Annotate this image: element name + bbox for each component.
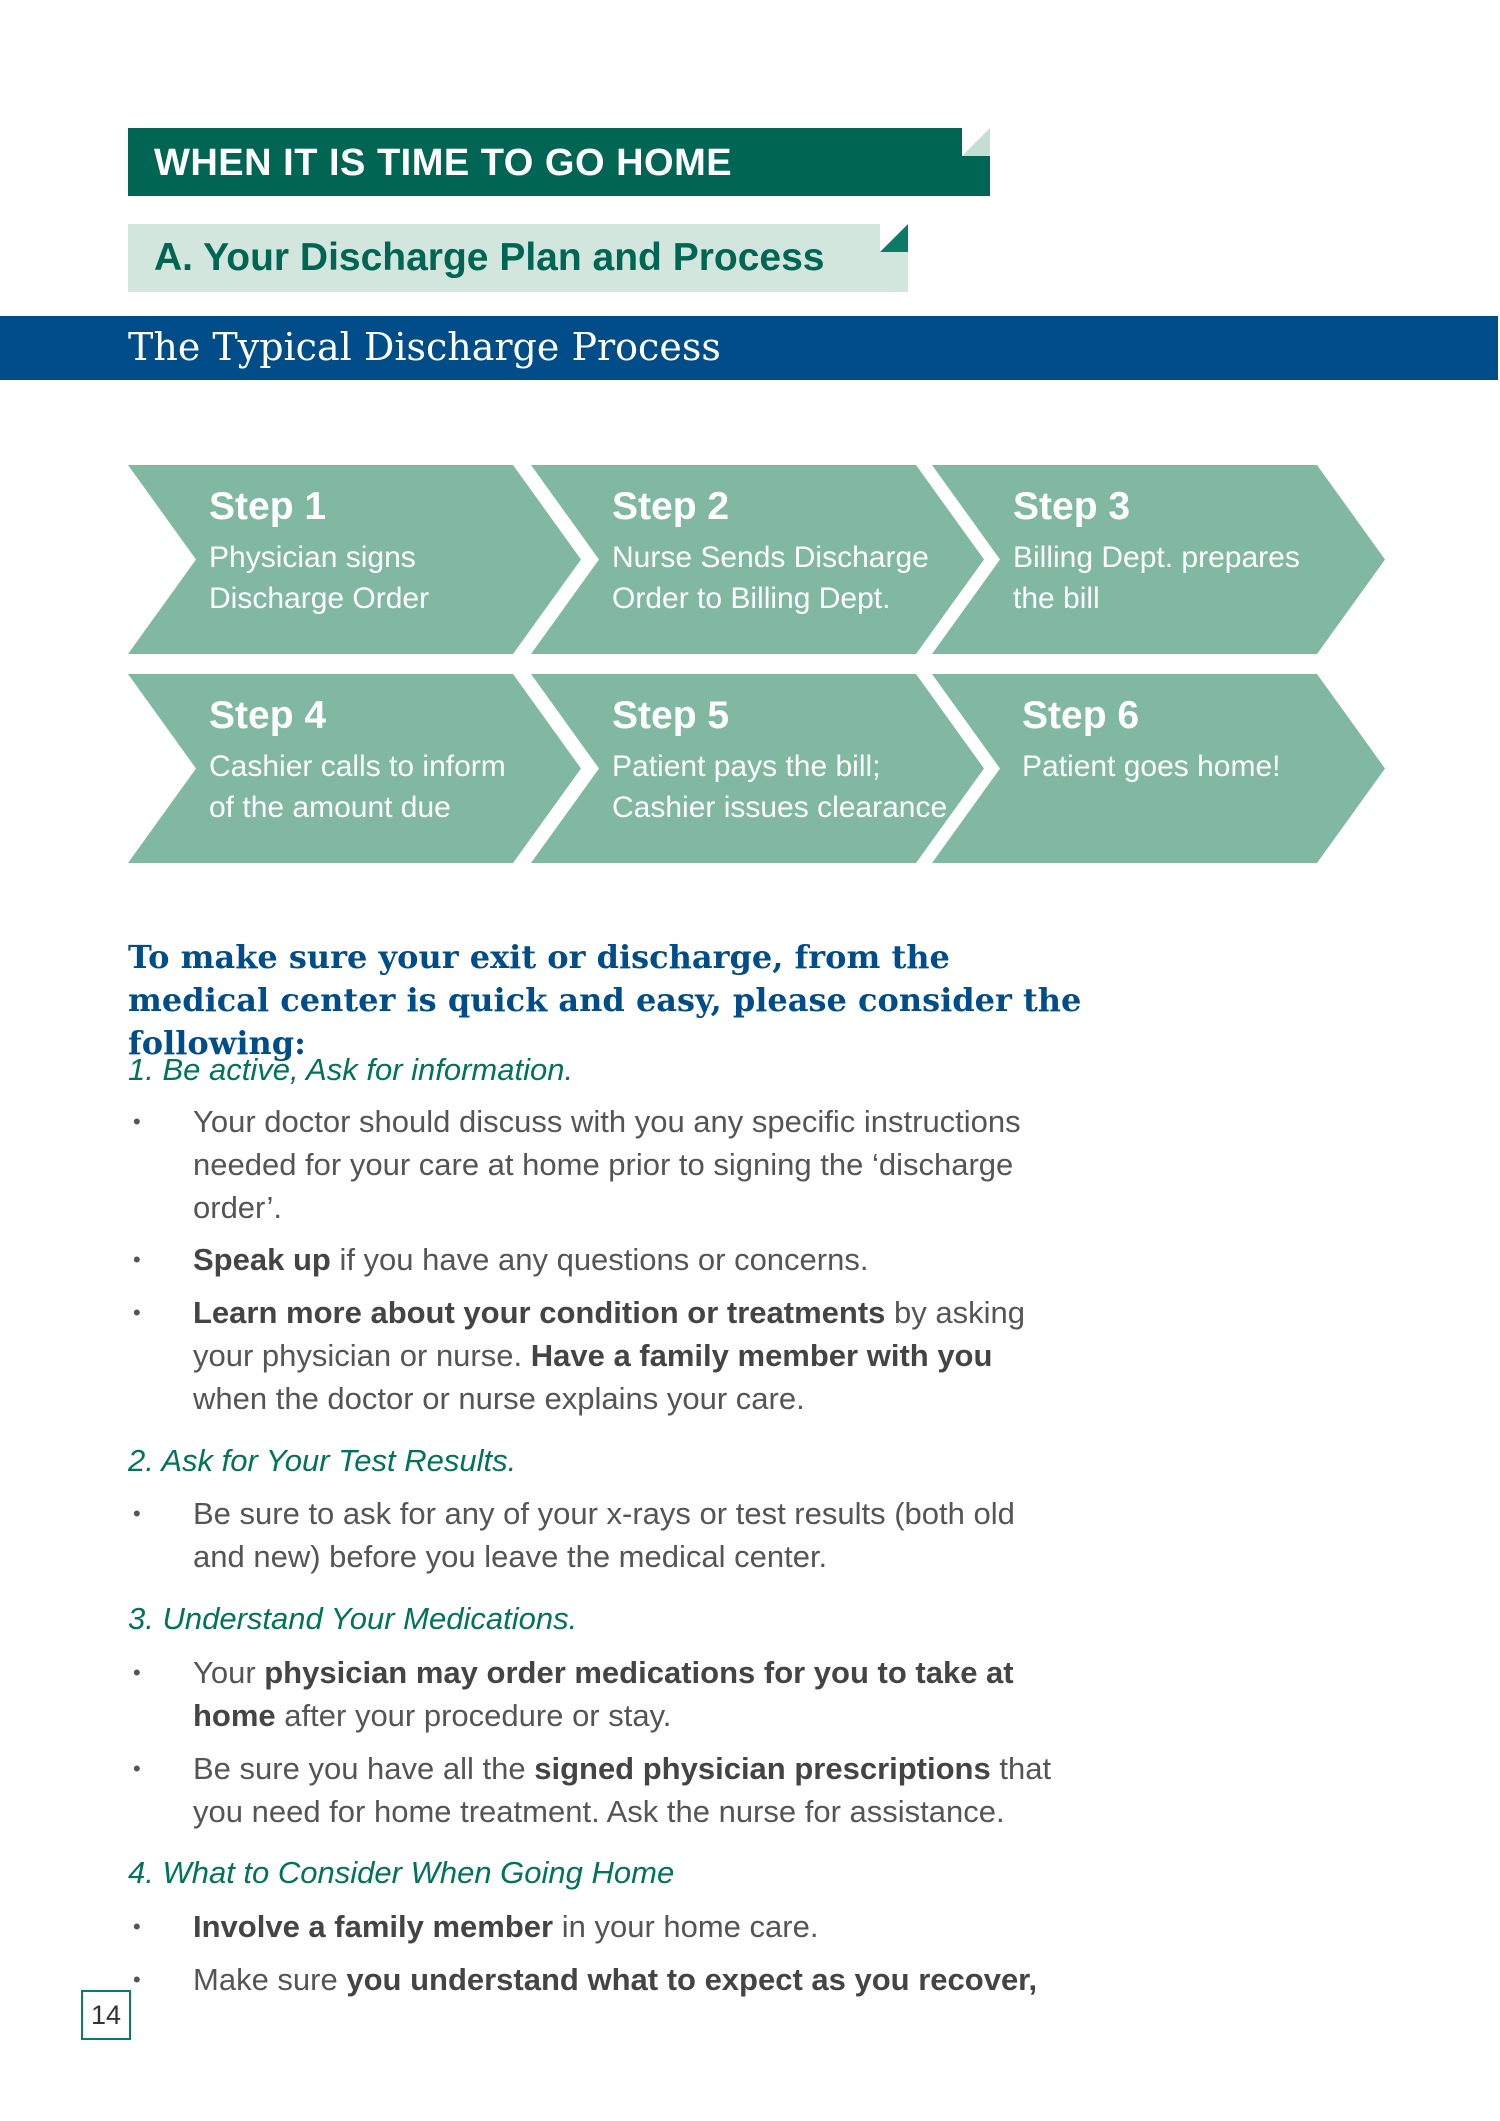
step-title: Step 4 bbox=[209, 694, 327, 737]
step-description: Nurse Sends Discharge Order to Billing D… bbox=[612, 541, 929, 615]
bullet-icon: • bbox=[133, 1914, 141, 1939]
step-title: Step 2 bbox=[612, 485, 730, 528]
bullet-item: • Be sure you have all the signed physici… bbox=[133, 1747, 1073, 1833]
bold-text: you understand what to expect as you rec… bbox=[346, 1962, 1038, 1997]
step-description: Cashier calls to inform of the amount du… bbox=[209, 750, 506, 824]
numbered-heading: 3. Understand Your Medications. bbox=[128, 1601, 578, 1636]
text: Be sure to ask for any of your x-rays or… bbox=[193, 1496, 1015, 1574]
bullet-icon: • bbox=[133, 1247, 141, 1272]
bullet-icon: • bbox=[133, 1109, 141, 1134]
bullet-item: • Involve a family member in your home ca… bbox=[133, 1905, 1073, 1948]
numbered-heading: 1. Be active, Ask for information. bbox=[128, 1052, 574, 1087]
bullet-item: • Your physician may order medications fo… bbox=[133, 1651, 1073, 1737]
step-description: Patient goes home! bbox=[1022, 750, 1281, 783]
text: in your home care. bbox=[553, 1909, 819, 1944]
text: after your procedure or stay. bbox=[275, 1698, 672, 1733]
page-number: 14 bbox=[81, 1990, 131, 2040]
step-chevron: Step 4 Cashier calls to inform of the am… bbox=[128, 674, 581, 863]
bullet-item: • Learn more about your condition or trea… bbox=[133, 1291, 1073, 1420]
chevron-shape bbox=[932, 465, 1385, 654]
chevron-shape bbox=[531, 674, 984, 863]
step-title: Step 6 bbox=[1022, 694, 1140, 737]
bold-text: Have a family member with you bbox=[530, 1338, 993, 1373]
step-description: Patient pays the bill; Cashier issues cl… bbox=[612, 750, 948, 824]
bullet-item: • Speak up if you have any questions or c… bbox=[133, 1238, 1073, 1281]
intro-text: To make sure your exit or discharge, fro… bbox=[128, 938, 1082, 1062]
text: by asking your physician or nurse. bbox=[193, 1295, 1025, 1373]
step-description: Billing Dept. prepares the bill bbox=[1013, 541, 1300, 615]
step-chevron: Step 3 Billing Dept. prepares the bill bbox=[932, 465, 1385, 654]
section-header: WHEN IT IS TIME TO GO HOME bbox=[128, 128, 990, 196]
page-fold-decoration bbox=[962, 128, 990, 156]
text: Your bbox=[193, 1655, 265, 1690]
chevron-shape bbox=[932, 674, 1385, 863]
section-title: WHEN IT IS TIME TO GO HOME bbox=[154, 142, 733, 184]
subsection-title: A. Your Discharge Plan and Process bbox=[154, 236, 825, 279]
step-description: Physician signs Discharge Order bbox=[209, 541, 430, 615]
step-chevron: Step 2 Nurse Sends Discharge Order to Bi… bbox=[531, 465, 984, 654]
step-chevron: Step 6 Patient goes home! bbox=[932, 674, 1385, 863]
process-band: The Typical Discharge Process bbox=[0, 316, 1498, 380]
step-title: Step 1 bbox=[209, 485, 327, 528]
subsection-header: A. Your Discharge Plan and Process bbox=[128, 224, 908, 292]
step-title: Step 5 bbox=[612, 694, 730, 737]
numbered-heading: 4. What to Consider When Going Home bbox=[128, 1855, 675, 1890]
bold-text: Learn more about your condition or treat… bbox=[193, 1295, 886, 1330]
bold-text: signed physician prescriptions bbox=[534, 1751, 991, 1786]
step-title: Step 3 bbox=[1013, 485, 1131, 528]
bold-text: Speak up bbox=[193, 1242, 331, 1277]
text: that you need for home treatment. Ask th… bbox=[193, 1751, 1052, 1829]
numbered-heading: 2. Ask for Your Test Results. bbox=[128, 1443, 517, 1478]
text: Your doctor should discuss with you any … bbox=[193, 1104, 1021, 1225]
bold-text: Involve a family member bbox=[193, 1909, 554, 1944]
text: if you have any questions or concerns. bbox=[330, 1242, 869, 1277]
text: when the doctor or nurse explains your c… bbox=[193, 1381, 805, 1416]
page-fold-decoration bbox=[880, 224, 908, 252]
chevron-shape bbox=[128, 465, 581, 654]
bold-text: physician may order medications for you … bbox=[193, 1655, 1014, 1733]
bullet-icon: • bbox=[133, 1501, 141, 1526]
step-chevron: Step 1 Physician signs Discharge Order bbox=[128, 465, 581, 654]
bullet-item: • Be sure to ask for any of your x-rays o… bbox=[133, 1492, 1073, 1578]
chevron-shape bbox=[128, 674, 581, 863]
bullet-icon: • bbox=[133, 1756, 141, 1781]
chevron-shape bbox=[531, 465, 984, 654]
bullet-icon: • bbox=[133, 1660, 141, 1685]
text: Make sure bbox=[193, 1962, 347, 1997]
bullet-icon: • bbox=[133, 1300, 141, 1325]
text: Be sure you have all the bbox=[193, 1751, 535, 1786]
step-chevron: Step 5 Patient pays the bill; Cashier is… bbox=[531, 674, 984, 863]
bullet-item: • Your doctor should discuss with you any… bbox=[133, 1100, 1073, 1229]
process-title: The Typical Discharge Process bbox=[128, 325, 721, 369]
bullet-item: • Make sure you understand what to expect… bbox=[133, 1958, 1073, 2001]
bullet-icon: • bbox=[133, 1967, 141, 1992]
